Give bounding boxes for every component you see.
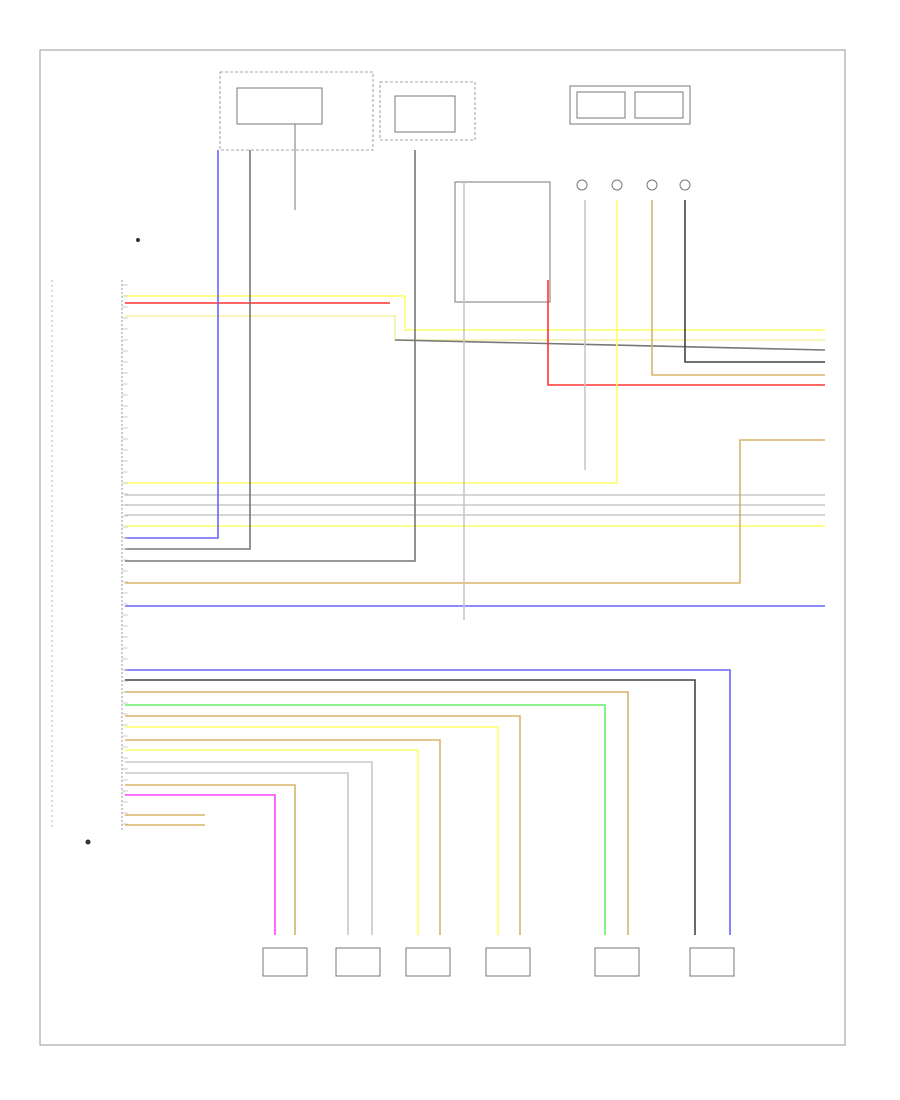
- wire-18: [125, 669, 731, 935]
- wire-26: [125, 761, 373, 935]
- wire-6: [651, 200, 825, 376]
- sensor-connector-circles: [576, 179, 691, 191]
- wire-3: [125, 315, 825, 341]
- fuse-block-outline: [379, 81, 476, 141]
- diagram-frame: [39, 49, 846, 1046]
- sensor-3-box: [405, 947, 451, 977]
- main-fusebox-box: [236, 87, 323, 125]
- wire-13: [125, 150, 219, 539]
- sensor-connector-left: [576, 91, 626, 119]
- wire-traces: [122, 150, 826, 935]
- sensor-2-box: [335, 947, 381, 977]
- sensor-row: [262, 947, 735, 977]
- ground-dot: [85, 839, 91, 845]
- wire-20: [125, 691, 629, 935]
- wire-1: [125, 295, 825, 331]
- wire-8: [125, 200, 618, 484]
- power-dot: [136, 238, 140, 242]
- fuse-block-box: [394, 95, 456, 133]
- wire-5: [547, 280, 825, 386]
- wire-24: [125, 739, 441, 935]
- sensor-connector-right: [634, 91, 684, 119]
- wire-21: [125, 704, 606, 935]
- wire-22: [125, 715, 521, 935]
- sensor-connector-block: [569, 85, 691, 125]
- wire-29: [125, 794, 276, 935]
- wire-16: [125, 439, 825, 584]
- wire-25: [125, 749, 419, 935]
- wire-14: [125, 150, 251, 550]
- wire-19: [125, 679, 696, 935]
- center-module-box: [454, 181, 551, 303]
- wire-23: [125, 726, 499, 935]
- sensor-5-box: [594, 947, 640, 977]
- wire-15: [125, 150, 416, 562]
- wire-7: [684, 200, 825, 363]
- wire-27: [125, 772, 349, 935]
- sensor-6-box: [689, 947, 735, 977]
- wire-28: [125, 784, 296, 935]
- main-fusebox-outline: [219, 71, 374, 151]
- sensor-1-box: [262, 947, 308, 977]
- wire-4: [394, 339, 826, 351]
- sensor-4-box: [485, 947, 531, 977]
